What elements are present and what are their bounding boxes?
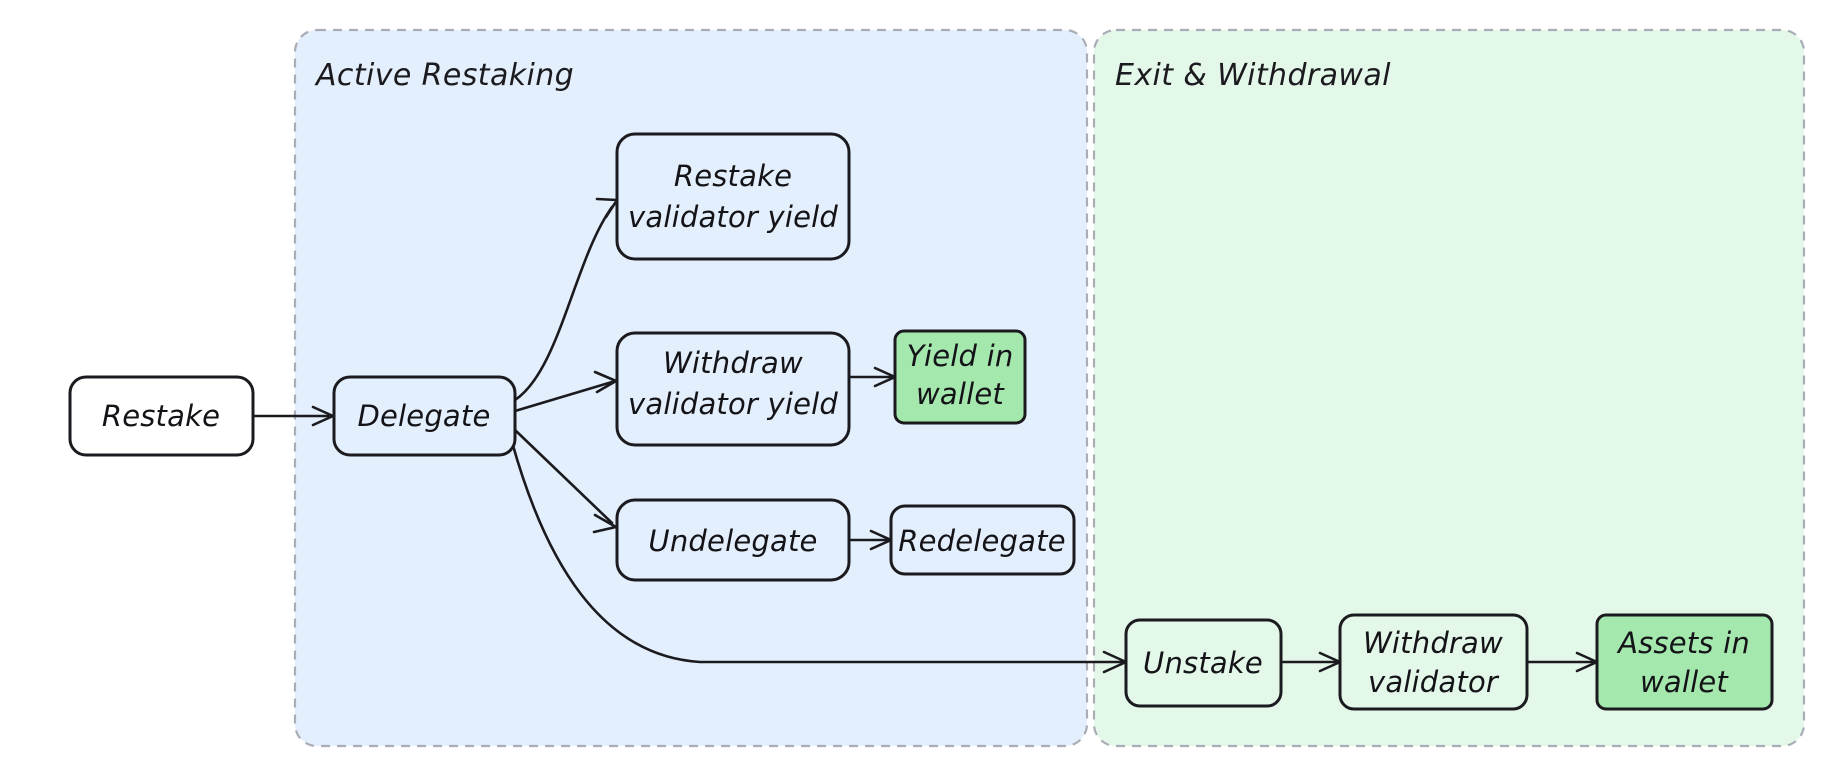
node-restake-validator-yield-line-2: validator yield [628, 200, 838, 234]
node-undelegate[interactable]: Undelegate [615, 498, 851, 582]
node-unstake-rect [1124, 618, 1283, 708]
node-restake-validator-yield[interactable]: Restake validator yield [615, 132, 851, 261]
edge-restake-to-delegate [251, 405, 335, 427]
node-assets-in-wallet-line-2: wallet [1640, 665, 1729, 699]
node-withdraw-validator-line-1: Withdraw [1363, 626, 1503, 660]
node-redelegate[interactable]: Redelegate [889, 504, 1076, 576]
node-withdraw-validator-yield-line-2: validator yield [628, 387, 838, 421]
node-restake-validator-yield-rect [615, 132, 851, 261]
node-undelegate-label: Undelegate [648, 524, 817, 558]
node-restake[interactable]: Restake [68, 375, 255, 457]
node-restake-rect [68, 375, 255, 457]
node-withdraw-validator-rect [1338, 613, 1529, 711]
node-restake-label: Restake [102, 399, 220, 433]
node-withdraw-validator-yield-rect [615, 331, 851, 447]
node-withdraw-validator-yield-line-1: Withdraw [663, 346, 803, 380]
node-delegate-rect [332, 375, 517, 457]
node-yield-in-wallet-line-2: wallet [916, 377, 1005, 411]
node-yield-in-wallet-line-1: Yield in [907, 339, 1014, 373]
node-undelegate-rect [615, 498, 851, 582]
node-unstake[interactable]: Unstake [1124, 618, 1283, 708]
node-delegate[interactable]: Delegate [332, 375, 517, 457]
node-redelegate-rect [889, 504, 1076, 576]
node-yield-in-wallet[interactable]: Yield in wallet [893, 329, 1027, 425]
subgraph-exit-withdrawal-rect [1092, 28, 1806, 748]
node-assets-in-wallet[interactable]: Assets in wallet [1595, 613, 1774, 711]
node-assets-in-wallet-line-1: Assets in [1616, 626, 1750, 660]
node-delegate-label: Delegate [357, 399, 490, 433]
subgraph-exit-withdrawal-label: Exit & Withdrawal [1115, 58, 1391, 93]
subgraph-active-restaking-label: Active Restaking [314, 58, 574, 93]
node-restake-validator-yield-line-1: Restake [674, 159, 792, 193]
node-redelegate-label: Redelegate [898, 524, 1066, 558]
node-withdraw-validator-yield[interactable]: Withdraw validator yield [615, 331, 851, 447]
subgraph-exit-withdrawal[interactable]: Exit & Withdrawal [1092, 28, 1806, 748]
node-withdraw-validator[interactable]: Withdraw validator [1338, 613, 1529, 711]
node-yield-in-wallet-rect [893, 329, 1027, 425]
node-assets-in-wallet-rect [1595, 613, 1774, 711]
node-withdraw-validator-line-2: validator [1368, 665, 1500, 699]
node-unstake-label: Unstake [1143, 646, 1263, 680]
